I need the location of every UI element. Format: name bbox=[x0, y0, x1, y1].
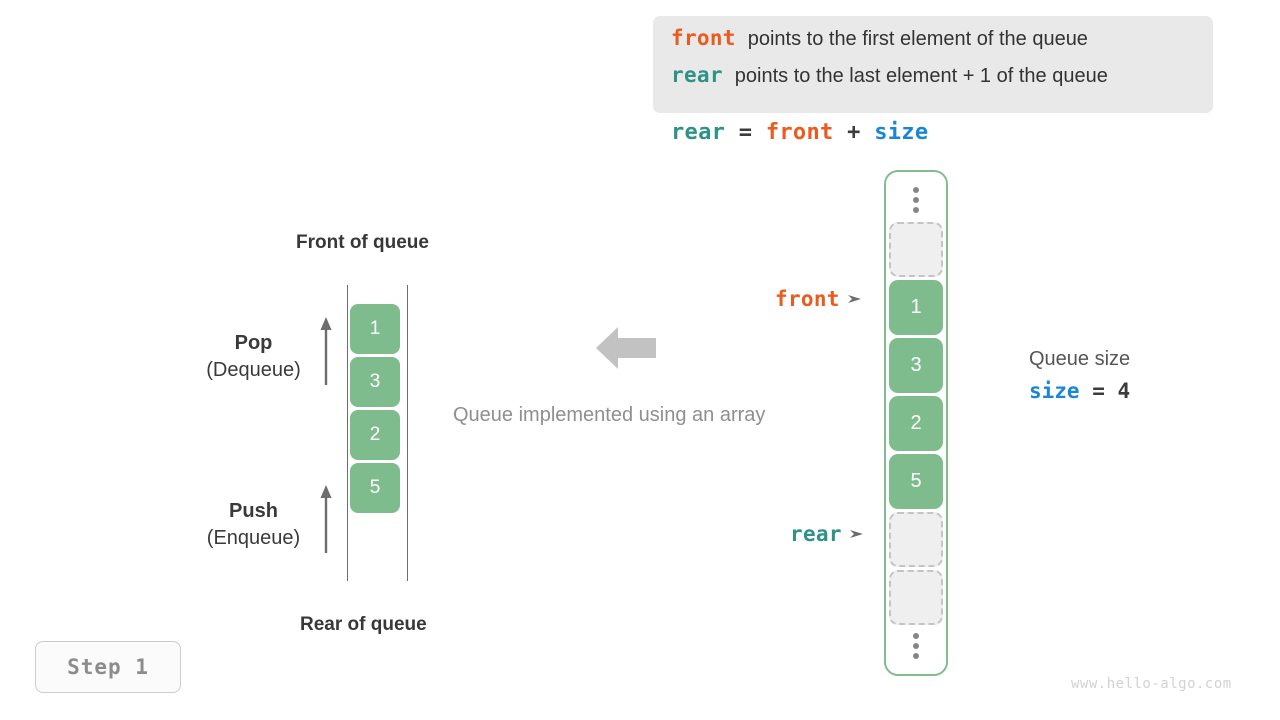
formula-plus-token: + bbox=[847, 120, 861, 145]
array-cell-rear bbox=[889, 511, 943, 567]
pop-title: Pop bbox=[234, 332, 273, 354]
push-up-arrow-icon bbox=[320, 485, 332, 553]
queue-cell: 5 bbox=[350, 463, 400, 513]
step-badge: Step 1 bbox=[35, 641, 181, 693]
size-equals: = bbox=[1079, 379, 1118, 403]
legend-keyword-front: front bbox=[671, 26, 736, 50]
queue-size-expression: size = 4 bbox=[1029, 374, 1130, 408]
array-cell: 2 bbox=[889, 395, 943, 451]
array-cell: 5 bbox=[889, 453, 943, 509]
array-cell-front: 1 bbox=[889, 279, 943, 335]
center-caption: Queue implemented using an array bbox=[453, 404, 766, 426]
legend-line-front: front points to the first element of the… bbox=[671, 26, 1213, 63]
array-cell-empty bbox=[889, 569, 943, 625]
queue-cell: 2 bbox=[350, 410, 400, 460]
array-cells: 1 3 2 5 bbox=[889, 221, 943, 625]
queue-rail-left bbox=[347, 285, 348, 581]
size-keyword: size bbox=[1029, 379, 1080, 403]
front-of-queue-label: Front of queue bbox=[296, 232, 429, 253]
rear-of-queue-label: Rear of queue bbox=[300, 614, 427, 635]
array-container: 1 3 2 5 bbox=[884, 170, 948, 676]
watermark: www.hello-algo.com bbox=[1071, 676, 1232, 692]
legend-line-rear: rear points to the last element + 1 of t… bbox=[671, 63, 1213, 100]
queue-size-title: Queue size bbox=[1029, 348, 1131, 370]
left-arrow-icon bbox=[596, 327, 656, 369]
legend-keyword-rear: rear bbox=[671, 63, 723, 87]
top-ellipsis-icon bbox=[913, 186, 919, 214]
rear-pointer: rear bbox=[790, 522, 865, 546]
push-title: Push bbox=[229, 500, 278, 522]
pointer-arrow-icon bbox=[847, 295, 861, 303]
pointer-arrow-icon bbox=[849, 530, 863, 538]
queue-cell: 1 bbox=[350, 304, 400, 354]
front-pointer: front bbox=[775, 287, 863, 311]
push-subtitle: (Enqueue) bbox=[206, 527, 301, 549]
queue-cell: 3 bbox=[350, 357, 400, 407]
pop-up-arrow-icon bbox=[320, 317, 332, 385]
formula-rear-token: rear bbox=[671, 120, 726, 145]
rear-pointer-label: rear bbox=[790, 522, 842, 546]
queue-size-info: Queue size size = 4 bbox=[1029, 344, 1130, 408]
pop-operation-label: Pop (Dequeue) bbox=[196, 330, 311, 384]
abstract-queue-stack: 1 3 2 5 bbox=[350, 304, 400, 516]
array-cell: 3 bbox=[889, 337, 943, 393]
bottom-ellipsis-icon bbox=[913, 632, 919, 660]
legend-text-rear: points to the last element + 1 of the qu… bbox=[734, 65, 1108, 87]
size-value: 4 bbox=[1117, 379, 1131, 403]
array-cell-empty bbox=[889, 221, 943, 277]
push-operation-label: Push (Enqueue) bbox=[196, 498, 311, 552]
legend-box: front points to the first element of the… bbox=[653, 16, 1213, 113]
pop-subtitle: (Dequeue) bbox=[206, 359, 301, 381]
formula-equals-token: = bbox=[738, 120, 753, 145]
front-pointer-label: front bbox=[775, 287, 840, 311]
formula-front-token: front bbox=[765, 120, 834, 145]
queue-rail-right bbox=[407, 285, 408, 581]
formula-rear-equals-front-plus-size: rear = front + size bbox=[671, 120, 928, 145]
formula-size-token: size bbox=[874, 120, 929, 145]
legend-text-front: points to the first element of the queue bbox=[747, 28, 1088, 50]
